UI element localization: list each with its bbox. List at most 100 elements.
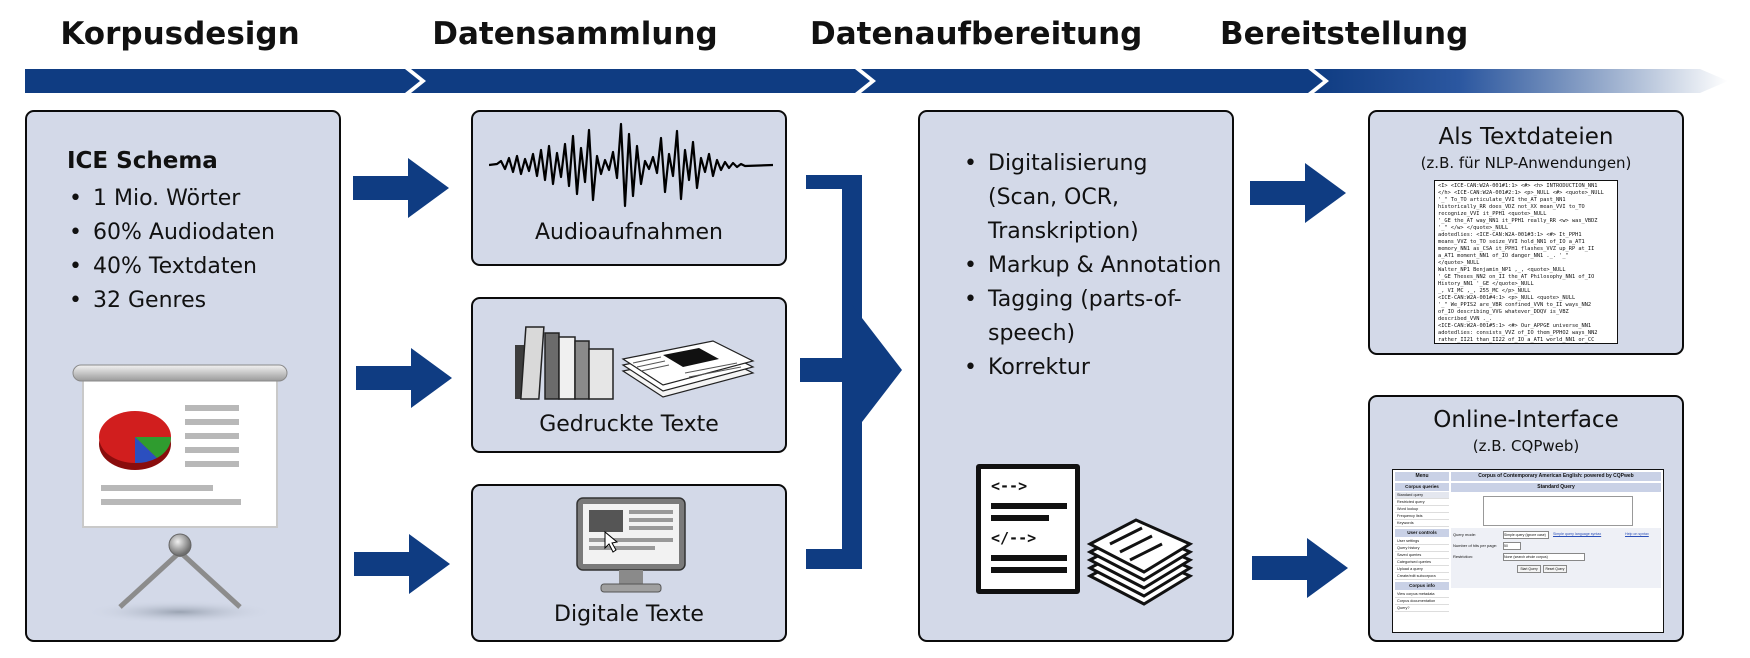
cqp-help-link[interactable]: Help on syntax	[1625, 532, 1649, 536]
tagged-text-line: History_NN1 '_GE </quote>_NULL	[1438, 281, 1534, 287]
cqp-menu-item[interactable]: Frequency lists	[1395, 513, 1449, 520]
tagged-text-line: _, VI_MC ,_, 255_MC </p>_NULL	[1438, 288, 1531, 294]
tagged-text-line: means_VVZ to_TO seize_VVI hold_NN1 of_IO…	[1438, 239, 1585, 245]
cqp-query-mode-label: Query mode:	[1453, 532, 1477, 537]
text-files-subtitle: (z.B. für NLP-Anwendungen)	[1420, 154, 1632, 172]
corpus-design-item: 32 Genres	[67, 284, 275, 318]
tagged-text-line: </quote>_NULL	[1438, 260, 1480, 266]
phase-title-datensammlung: Datensammlung	[432, 16, 718, 52]
phase-title-bereitstellung: Bereitstellung	[1220, 16, 1469, 52]
markup-close-tag: </-->	[991, 529, 1037, 547]
tagged-text-line: '_GE the_AT way_NN1 it_PPH1 really_RR <w…	[1438, 218, 1598, 224]
markup-document-icon: <--> </-->	[976, 464, 1080, 594]
text-files-title: Als Textdateien	[1438, 124, 1614, 150]
banner-segment-4	[1314, 69, 1728, 93]
markup-open-tag: <-->	[991, 477, 1028, 495]
corpus-design-panel: ICE Schema 1 Mio. Wörter 60% Audiodaten …	[25, 110, 341, 642]
digital-texts-label: Digitale Texte	[554, 602, 704, 627]
cqp-query-textarea[interactable]	[1483, 496, 1633, 526]
cqp-section-heading: Corpus info	[1395, 582, 1449, 590]
tagged-text-line: rather_II21 than_II22 of_IO a_AT1 world_…	[1438, 337, 1595, 343]
processing-item: Digitalisierung (Scan, OCR, Transkriptio…	[962, 147, 1222, 249]
banner-segment-1	[25, 69, 420, 93]
processing-item: Korrektur	[962, 351, 1222, 385]
online-interface-panel: Online-Interface (z.B. CQPweb) Menu Corp…	[1368, 395, 1684, 642]
document-stack-icon	[1086, 518, 1194, 606]
arrow-icon	[354, 534, 450, 594]
banner-segment-3	[861, 69, 1323, 93]
cqp-start-query-button[interactable]: Start Query	[1517, 565, 1541, 573]
arrow-icon	[356, 348, 452, 408]
tagged-text-line: described_VVN ._.	[1438, 316, 1493, 322]
cqpweb-screenshot: Menu Corpus of Contemporary American Eng…	[1392, 469, 1664, 633]
cqp-menu-item[interactable]: Word lookup	[1395, 506, 1449, 513]
tagged-text-line: recognize_VVI it_PPH1 <quote>_NULL	[1438, 211, 1547, 217]
tagged-text-line: adotedlies: <ICE-CAN:W2A-001#3:1> <#> It…	[1438, 232, 1582, 238]
books-newspaper-icon	[515, 326, 755, 400]
tagged-text-line: historically_RR does_VDZ not_XX mean_VVI…	[1438, 204, 1585, 210]
cqp-menu-item[interactable]: Standard query	[1395, 492, 1449, 499]
merge-bracket-arrow	[800, 175, 902, 569]
cqp-header-left: Menu	[1395, 472, 1449, 481]
printed-texts-label: Gedruckte Texte	[539, 412, 719, 437]
tagged-text-line: of_IO describing_VVG whatever_DDQV is_VB…	[1438, 309, 1569, 315]
online-interface-title: Online-Interface	[1433, 407, 1619, 433]
cqp-menu-item[interactable]: Saved queries	[1395, 552, 1449, 559]
tagged-text-line: memory_NN1 as_CSA it_PPH1 flashes_VVZ up…	[1438, 246, 1595, 252]
tagged-text-lines: <I> <ICE-CAN:W2A-001#1:1> <#> <h> INTROD…	[1438, 183, 1614, 343]
arrow-icon	[353, 158, 449, 218]
tagged-text-line: '_" </w> </quote>_NULL	[1438, 225, 1509, 231]
corpus-design-item: 60% Audiodaten	[67, 216, 275, 250]
digital-texts-box: Digitale Texte	[471, 484, 787, 642]
audio-recordings-box: Audioaufnahmen	[471, 110, 787, 266]
tagged-text-line: <I> <ICE-CAN:W2A-001#1:1> <#> <h> INTROD…	[1438, 183, 1598, 189]
cqp-menu-item[interactable]: Corpus documentation	[1395, 598, 1449, 605]
tagged-text-line: '_GE Theses_NN2 on_II the_AT Philosophy_…	[1438, 274, 1595, 280]
audio-recordings-label: Audioaufnahmen	[535, 220, 723, 245]
tagged-text-line: '_" To_TO articulate_VVI the_AT past_NN1	[1438, 197, 1566, 203]
cqp-menu-item[interactable]: View corpus metadata	[1395, 591, 1449, 598]
cqp-query-mode-select[interactable]: Simple query (ignore case)	[1503, 531, 1549, 539]
tagged-text-line: <ICE-CAN:W2A-001#5:1> <#> Our_APPGE univ…	[1438, 323, 1592, 329]
corpus-design-list: 1 Mio. Wörter 60% Audiodaten 40% Textdat…	[67, 182, 275, 318]
processing-panel: Digitalisierung (Scan, OCR, Transkriptio…	[918, 110, 1234, 642]
printed-texts-box: Gedruckte Texte	[471, 297, 787, 453]
banner-segment-2	[411, 69, 870, 93]
cqp-menu-item[interactable]: Keywords	[1395, 520, 1449, 527]
cqp-header-title: Corpus of Contemporary American English:…	[1451, 472, 1661, 481]
tagged-text-line: adotedlies: consists_VVZ of_IO them_PPHO…	[1438, 330, 1598, 336]
cqp-reset-query-button[interactable]: Reset Query	[1543, 565, 1567, 573]
process-arrow-banner	[25, 69, 1728, 93]
processing-list: Digitalisierung (Scan, OCR, Transkriptio…	[962, 147, 1222, 385]
tagged-text-line: Walter_NP1 Benjamin_NP1 ,_, <quote>_NULL	[1438, 267, 1566, 273]
cqp-menu-item[interactable]: User settings	[1395, 538, 1449, 545]
text-files-panel: Als Textdateien (z.B. für NLP-Anwendunge…	[1368, 110, 1684, 355]
cqp-menu-item[interactable]: Create/edit subcorpora	[1395, 573, 1449, 580]
cqp-menu-item[interactable]: Query history	[1395, 545, 1449, 552]
arrow-icon	[1250, 163, 1346, 223]
phase-title-korpusdesign: Korpusdesign	[60, 16, 300, 52]
arrow-icon	[1252, 538, 1348, 598]
cqp-menu-item[interactable]: Restricted query	[1395, 499, 1449, 506]
cqp-menu-item[interactable]: Categorised queries	[1395, 559, 1449, 566]
tagged-text-line: <ICE-CAN:W2A-001#4:1> <p>_NULL <quote>_N…	[1438, 295, 1576, 301]
cqp-restriction-label: Restriction:	[1453, 554, 1474, 559]
phase-title-datenaufbereitung: Datenaufbereitung	[810, 16, 1143, 52]
corpus-design-item: 40% Textdaten	[67, 250, 275, 284]
cqp-hits-select[interactable]: 50	[1503, 542, 1521, 550]
tagged-text-line: </h> <ICE-CAN:W2A-001#2:1> <p>_NULL <#> …	[1438, 190, 1604, 196]
cqp-menu-item[interactable]: Query?	[1395, 605, 1449, 612]
cqp-section-heading: Corpus queries	[1395, 483, 1449, 491]
cqp-menu-item[interactable]: Upload a query	[1395, 566, 1449, 573]
waveform-icon	[489, 122, 773, 208]
cqp-syntax-link[interactable]: Simple query language syntax	[1553, 532, 1602, 536]
online-interface-subtitle: (z.B. CQPweb)	[1472, 437, 1580, 455]
cqp-restriction-select[interactable]: None (search whole corpus)	[1503, 553, 1585, 561]
computer-monitor-icon	[576, 497, 686, 593]
cqp-section-heading: User controls	[1395, 529, 1449, 537]
processing-item: Markup & Annotation	[962, 249, 1222, 283]
